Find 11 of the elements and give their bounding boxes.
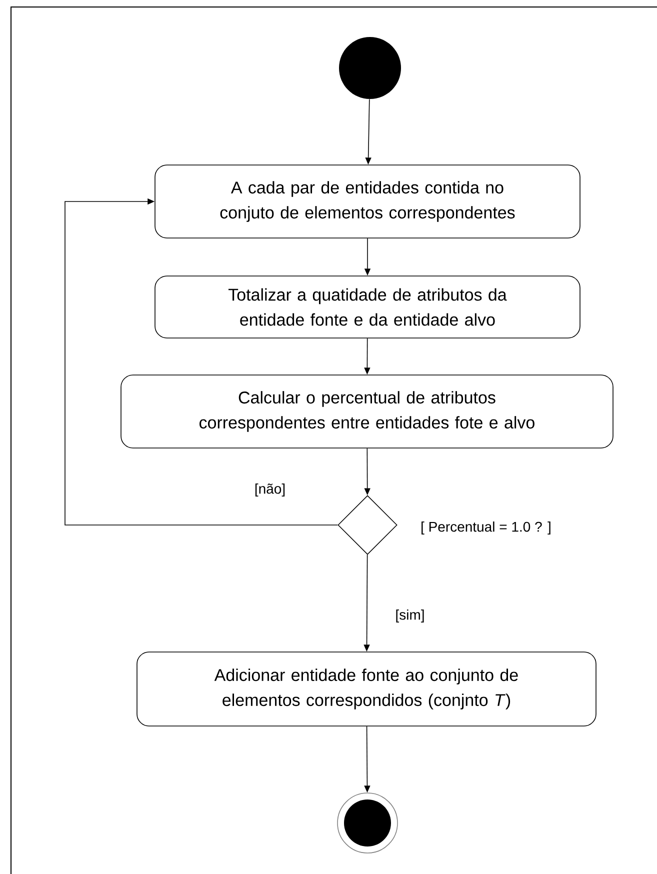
action-box: Totalizar a quatidade de atributos da entidade fonte e da entidade alvo: [154, 276, 580, 338]
arrow: [64, 198, 338, 526]
start-node: [339, 37, 401, 99]
edge-label: [não]: [253, 482, 287, 498]
action-box: A cada par de entidades contida no conjuto de elementos correspondentes: [154, 164, 580, 238]
decision-diamond: [338, 495, 398, 555]
action-box: Adicionar entidade fonte ao conjunto de elementos correspondidos (conjnto T): [136, 652, 596, 726]
guard-label: [ Percentual = 1.0 ? ]: [422, 521, 550, 535]
end-node: [337, 792, 398, 854]
action-box: Calcular o percentual de atributos correspondentes entre entidades fote e alvo: [120, 374, 614, 448]
edge-label: [sim]: [394, 608, 426, 624]
